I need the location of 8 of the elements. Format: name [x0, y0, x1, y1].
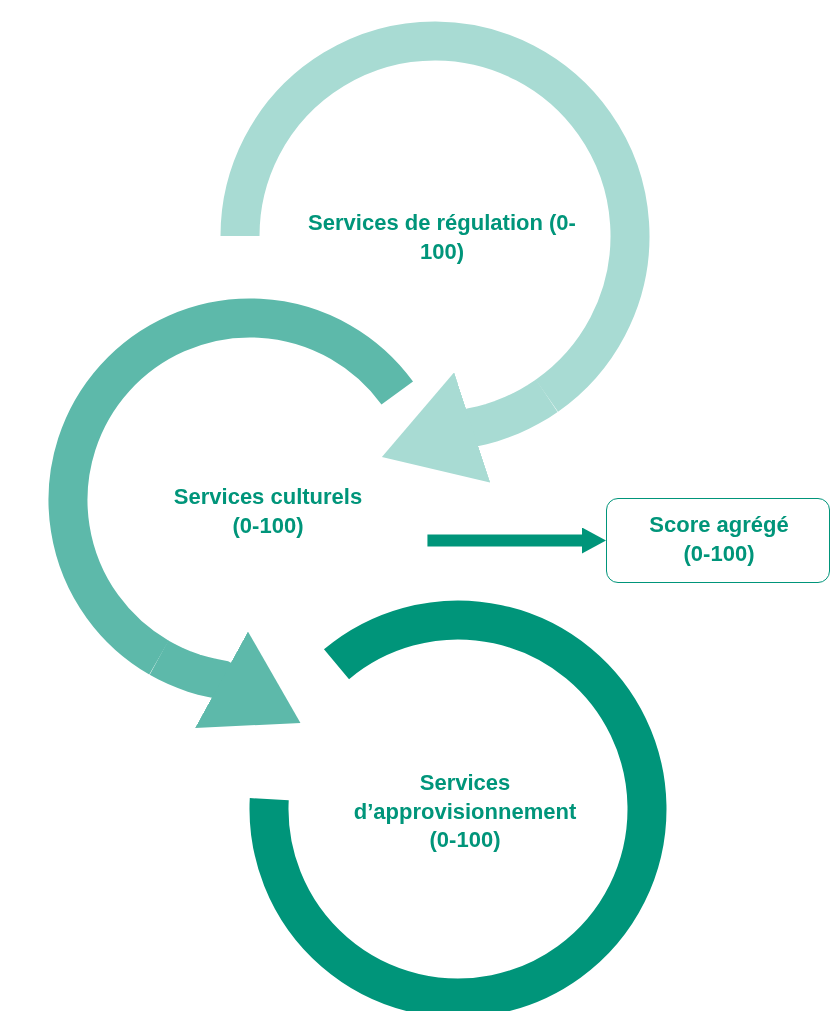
- arrow: [147, 631, 301, 728]
- node-label: Services culturels (0-100): [172, 483, 364, 540]
- node-label: Score agrégé (0-100): [648, 510, 790, 568]
- node-label: Services de régulation (0-100): [307, 209, 577, 266]
- arrow: [381, 372, 558, 483]
- arrow: [427, 527, 606, 554]
- node-label: Services d’approvisionnement (0-100): [352, 769, 578, 855]
- result-box: [606, 498, 830, 583]
